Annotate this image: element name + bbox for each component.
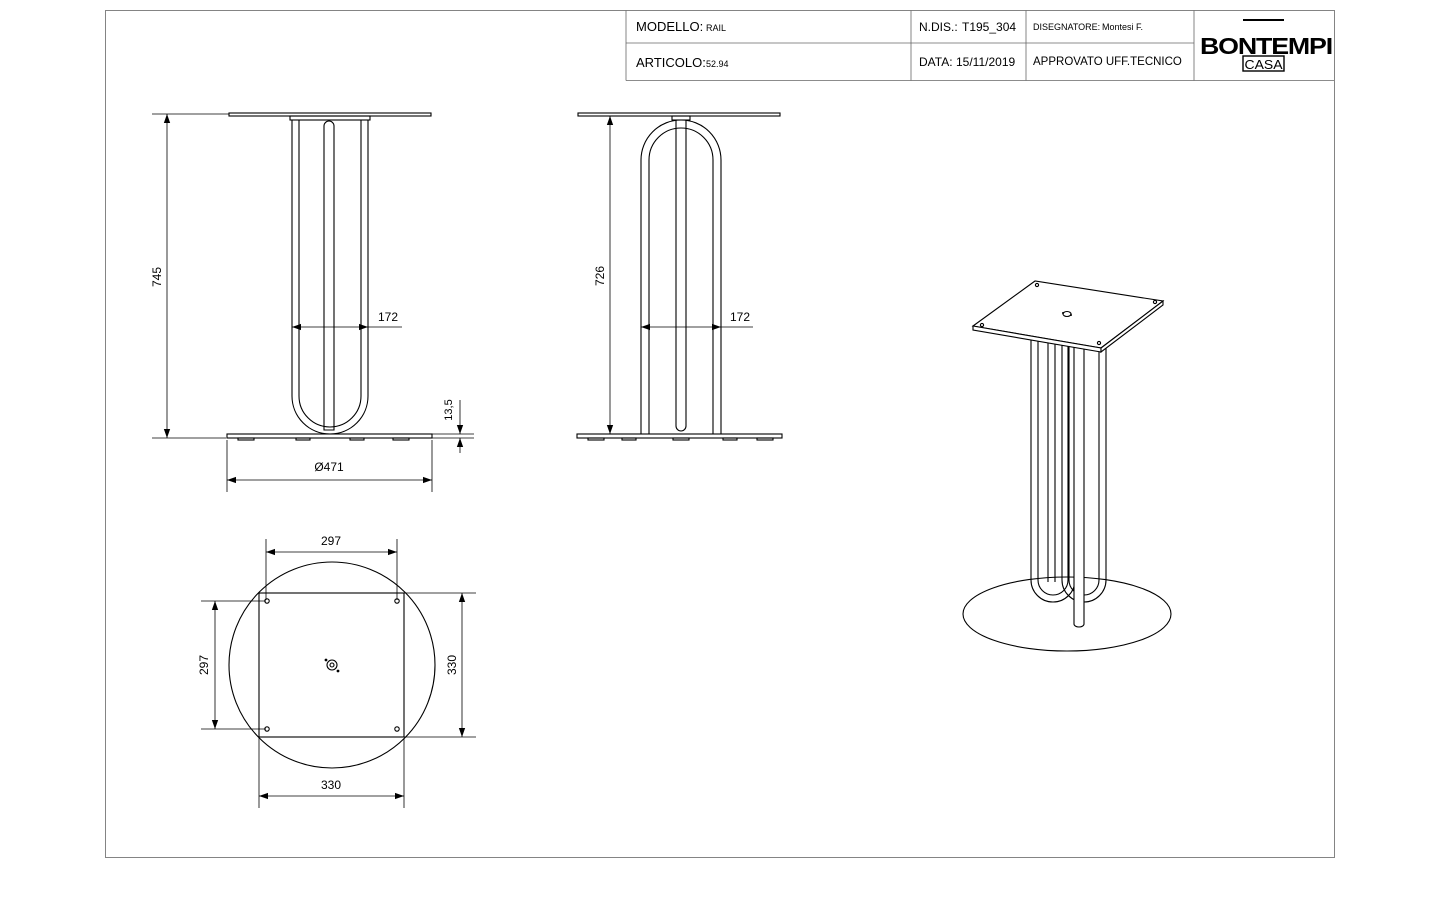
- title-block: MODELLO: RAIL N.DIS.: T195_304 DISEGNATO…: [625, 10, 1334, 81]
- dim-base-diameter: Ø471: [314, 460, 344, 474]
- bontempi-casa-logo: BONTEMPI CASA: [1200, 19, 1333, 72]
- front-view: 745 172 13,5 Ø471: [150, 112, 474, 492]
- dim-base-thickness: 13,5: [443, 399, 455, 420]
- dim-plate-top-width: 297: [321, 534, 341, 548]
- modello-label: MODELLO:: [636, 19, 703, 34]
- dim-side-height: 726: [593, 266, 607, 286]
- articolo-label: ARTICOLO:: [636, 55, 706, 70]
- articolo-value: 52.94: [706, 59, 729, 69]
- data-value: 15/11/2019: [956, 55, 1015, 69]
- logo-top: BONTEMPI: [1200, 33, 1332, 59]
- dim-front-tube-width: 172: [378, 310, 398, 324]
- disegnatore-value: Montesi F.: [1102, 22, 1143, 32]
- top-view: 297 330 297 330: [197, 534, 476, 808]
- dim-side-tube-width: 172: [730, 310, 750, 324]
- data-label: DATA:: [919, 55, 953, 69]
- dim-plate-right-height: 330: [445, 655, 459, 675]
- dim-plate-left-height: 297: [197, 655, 211, 675]
- isometric-view: [962, 280, 1172, 652]
- side-view: 726 172: [576, 112, 783, 441]
- logo-bottom: CASA: [1245, 57, 1283, 72]
- dim-front-height: 745: [150, 267, 164, 287]
- ndis-value: T195_304: [962, 20, 1016, 34]
- approvato-label: APPROVATO UFF.TECNICO: [1033, 56, 1182, 68]
- disegnatore-label: DISEGNATORE:: [1033, 22, 1100, 32]
- ndis-label: N.DIS.:: [919, 20, 958, 34]
- dim-plate-bottom-width: 330: [321, 778, 341, 792]
- drawing-frame: [105, 10, 1335, 858]
- modello-value: RAIL: [706, 23, 726, 33]
